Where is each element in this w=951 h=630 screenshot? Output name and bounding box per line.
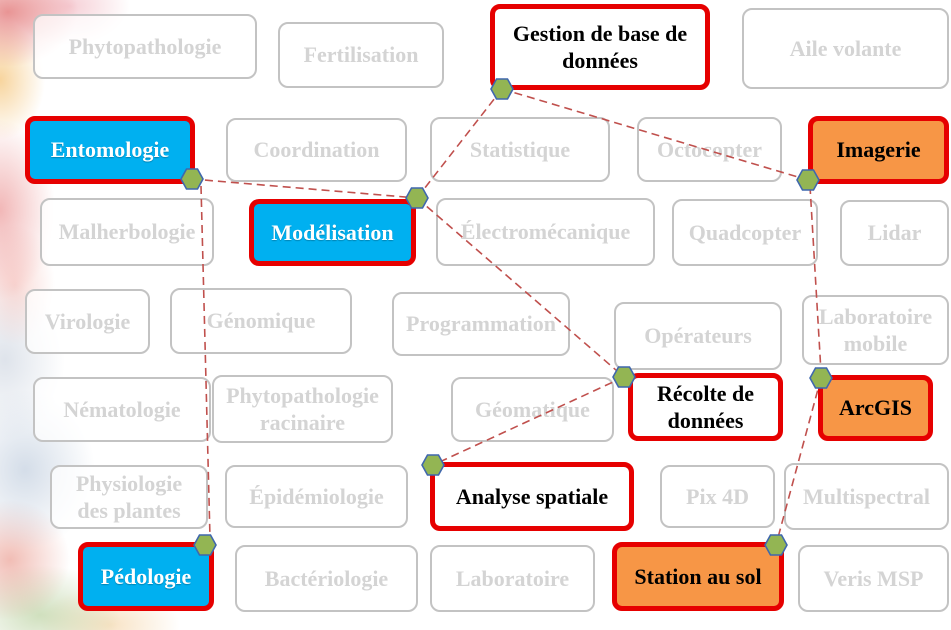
node-malherbologie: Malherbologie	[40, 198, 214, 266]
node-pix-4d: Pix 4D	[660, 465, 775, 528]
node-epidemiologie: Épidémiologie	[225, 465, 408, 528]
node-gestion-de-base-de-donnees: Gestion de base de données	[490, 4, 710, 90]
node-recolte-de-donnees: Récolte de données	[628, 373, 783, 441]
node-analyse-spatiale: Analyse spatiale	[430, 462, 634, 531]
node-laboratoire: Laboratoire	[430, 545, 595, 612]
node-phytopathologie-racinaire: Phytopathologie racinaire	[212, 375, 393, 443]
node-coordination: Coordination	[226, 118, 407, 182]
node-octocopter: Octocopter	[637, 117, 782, 182]
node-geomatique: Géomatique	[451, 377, 614, 442]
node-imagerie: Imagerie	[808, 116, 949, 184]
node-genomique: Génomique	[170, 288, 352, 354]
node-virologie: Virologie	[25, 289, 150, 354]
node-arcgis: ArcGIS	[818, 375, 933, 441]
node-pedologie: Pédologie	[78, 542, 214, 611]
node-bacteriologie: Bactériologie	[235, 545, 418, 612]
node-lidar: Lidar	[840, 200, 949, 266]
node-programmation: Programmation	[392, 292, 570, 356]
node-electromecanique: Électromécanique	[436, 198, 655, 266]
node-operateurs: Opérateurs	[614, 302, 782, 370]
node-laboratoire-mobile: Laboratoire mobile	[802, 295, 949, 365]
node-physiologie-des-plantes: Physiologie des plantes	[50, 465, 208, 529]
node-quadcopter: Quadcopter	[672, 199, 818, 266]
node-fertilisation: Fertilisation	[278, 22, 444, 88]
node-aile-volante: Aile volante	[742, 8, 949, 89]
node-nematologie: Nématologie	[33, 377, 211, 442]
node-statistique: Statistique	[430, 117, 610, 182]
node-entomologie: Entomologie	[25, 116, 195, 184]
node-veris-msp: Veris MSP	[798, 545, 949, 612]
node-modelisation: Modélisation	[249, 199, 416, 266]
node-phytopathologie: Phytopathologie	[33, 14, 257, 79]
node-multispectral: Multispectral	[784, 463, 949, 530]
node-station-au-sol: Station au sol	[612, 542, 784, 611]
